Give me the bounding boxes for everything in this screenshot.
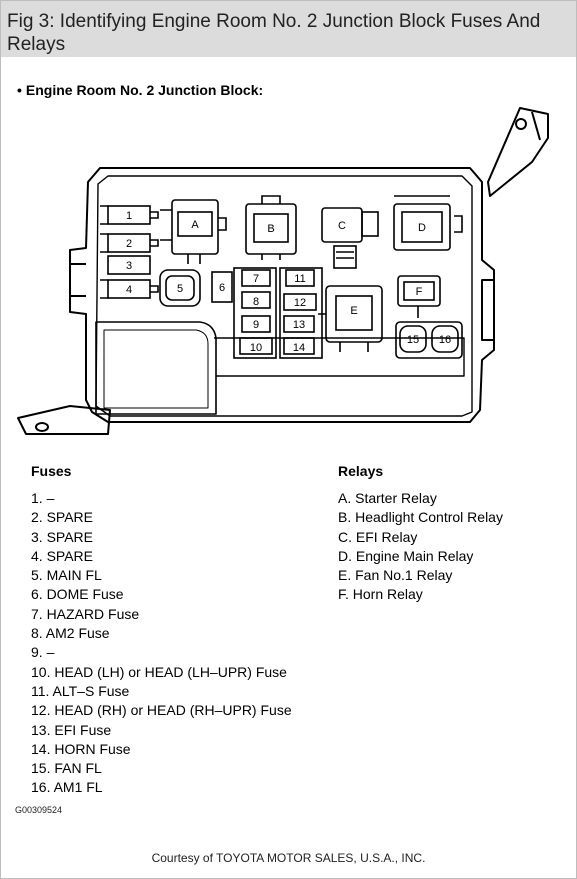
section-subtitle: •Engine Room No. 2 Junction Block:: [17, 82, 263, 98]
label-fuse-12: 12: [294, 297, 306, 309]
list-item: 1. –: [31, 490, 55, 506]
list-item: 10. HEAD (LH) or HEAD (LH–UPR) Fuse: [31, 663, 287, 680]
fuse-group-center: [233, 267, 323, 359]
fuse-5: [159, 269, 201, 307]
relay-C: [321, 207, 379, 269]
list-item: A. Starter Relay: [338, 490, 437, 506]
label-relay-B: B: [267, 223, 274, 235]
label-fuse-16: 16: [439, 334, 451, 346]
list-item: 12. HEAD (RH) or HEAD (RH–UPR) Fuse: [31, 702, 292, 719]
junction-block-drawing: 1 2 3 4 5 6 7 8 9 10 11 12 13 14 15 16 A…: [17, 107, 549, 435]
fuse-3: [107, 255, 151, 275]
junction-block-diagram: 1 2 3 4 5 6 7 8 9 10 11 12 13 14 15 16 A…: [0, 100, 577, 460]
list-item: D. Engine Main Relay: [338, 547, 474, 564]
relay-B: [245, 195, 297, 260]
label-fuse-10: 10: [250, 342, 262, 354]
cover-panel: [95, 321, 217, 415]
fuse-2: [107, 233, 151, 253]
label-fuse-5: 5: [177, 283, 183, 295]
list-item: 9. –: [31, 644, 55, 661]
label-fuse-4: 4: [126, 284, 132, 296]
list-item: E. Fan No.1 Relay: [338, 567, 453, 584]
fuse-group-right: [395, 321, 463, 359]
label-fuse-1: 1: [126, 210, 132, 222]
relay-E: [318, 285, 383, 352]
mounting-bracket-top: [487, 107, 549, 197]
label-fuse-3: 3: [126, 260, 132, 272]
list-item: 7. HAZARD Fuse: [31, 605, 140, 622]
label-fuse-13: 13: [293, 319, 305, 331]
list-item: 2. SPARE: [31, 509, 93, 526]
fuses-legend: Fuses 1. – 2. SPARE 3. SPARE 4. SPARE 5.…: [31, 463, 331, 798]
label-fuse-9: 9: [253, 319, 259, 331]
label-relay-E: E: [350, 305, 357, 317]
subtitle-text: Engine Room No. 2 Junction Block:: [25, 82, 264, 98]
label-relay-F: F: [416, 286, 423, 298]
list-item: C. EFI Relay: [338, 528, 418, 545]
relay-F: [397, 275, 441, 318]
list-item: B. Headlight Control Relay: [338, 509, 503, 526]
label-fuse-8: 8: [253, 296, 259, 308]
list-item: 3. SPARE: [31, 528, 93, 545]
label-relay-C: C: [338, 220, 346, 232]
list-item: 14. HORN Fuse: [31, 740, 131, 757]
fuses-title: Fuses: [31, 463, 72, 479]
label-fuse-11: 11: [294, 273, 305, 285]
list-item: 5. MAIN FL: [31, 567, 102, 584]
relays-legend: Relays A. Starter Relay B. Headlight Con…: [338, 463, 568, 605]
label-fuse-7: 7: [253, 273, 259, 285]
label-relay-A: A: [191, 219, 199, 231]
bullet-icon: •: [17, 82, 22, 98]
relay-D: [393, 195, 463, 251]
label-relay-D: D: [418, 222, 426, 234]
courtesy-credit: Courtesy of TOYOTA MOTOR SALES, U.S.A., …: [151, 851, 426, 865]
list-item: 8. AM2 Fuse: [31, 625, 110, 642]
housing-outline: [69, 167, 495, 423]
figure-code: G00309524: [15, 805, 63, 815]
fuse-1: [107, 205, 151, 225]
list-item: 16. AM1 FL: [31, 779, 103, 796]
list-item: F. Horn Relay: [338, 586, 423, 603]
list-item: 13. EFI Fuse: [31, 721, 112, 738]
label-fuse-6: 6: [219, 282, 225, 294]
label-fuse-14: 14: [293, 342, 305, 354]
list-item: 15. FAN FL: [31, 760, 102, 777]
fuse-group-left: [100, 205, 159, 299]
list-item: 11. ALT–S Fuse: [31, 682, 130, 699]
fuse-6: [211, 271, 233, 303]
relay-A: [160, 199, 227, 264]
label-fuse-15: 15: [407, 334, 419, 346]
list-item: 6. DOME Fuse: [31, 586, 124, 603]
figure-title: Fig 3: Identifying Engine Room No. 2 Jun…: [7, 11, 541, 55]
figure-header: Fig 3: Identifying Engine Room No. 2 Jun…: [1, 1, 576, 57]
list-item: 4. SPARE: [31, 547, 93, 564]
relays-title: Relays: [338, 463, 384, 479]
label-fuse-2: 2: [126, 238, 132, 250]
fuse-4: [107, 279, 151, 299]
